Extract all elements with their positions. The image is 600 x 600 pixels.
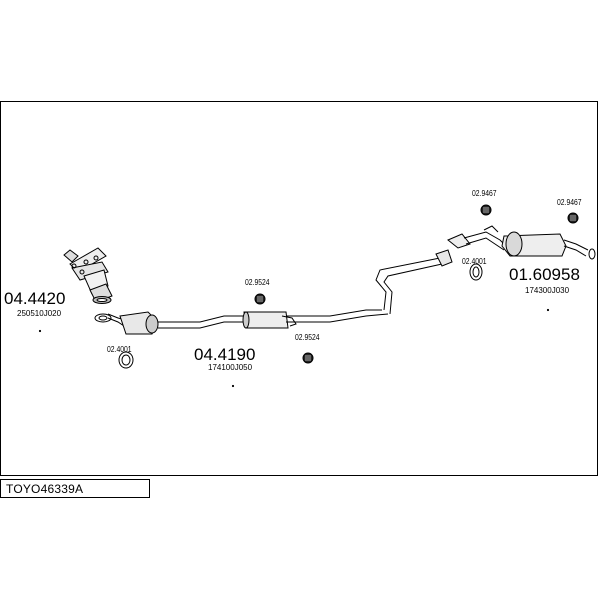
hanger-front-drawing xyxy=(254,293,266,305)
manifold-catalyst-drawing xyxy=(63,247,113,303)
hanger-rear-right-drawing xyxy=(567,212,579,224)
rear-silencer-drawing xyxy=(447,225,596,260)
fitting-label-hanger-mid: 02.9524 xyxy=(295,333,320,342)
diagram-id: TOYO46339A xyxy=(6,482,84,496)
gasket-front-drawing xyxy=(94,313,112,323)
oem-number-manifold: 250510J020 xyxy=(17,309,62,318)
diagram-id-box: TOYO46339A xyxy=(0,479,150,498)
oem-number-center-pipe: 174100J050 xyxy=(208,363,253,372)
part-number-manifold: 04.4420 xyxy=(4,289,66,308)
hanger-rear-left-drawing xyxy=(480,204,492,216)
gasket-rear-drawing xyxy=(469,263,483,281)
part-number-center-pipe: 04.4190 xyxy=(194,345,256,364)
front-pipe-drawing xyxy=(107,249,453,335)
gasket-manifold-drawing xyxy=(92,296,112,304)
fitting-label-hanger-rear-left: 02.9467 xyxy=(472,189,497,198)
part-number-rear-silencer: 01.60958 xyxy=(509,265,580,284)
fitting-label-hanger-front: 02.9524 xyxy=(245,278,270,287)
hanger-mid-drawing xyxy=(302,352,314,364)
fitting-label-hanger-rear-right: 02.9467 xyxy=(557,198,582,207)
fitting-label-gasket-front: 02.4001 xyxy=(107,345,132,354)
fitting-label-gasket-rear: 02.4001 xyxy=(462,257,487,266)
oem-number-rear-silencer: 174300J030 xyxy=(525,286,570,295)
diagram-frame xyxy=(0,101,598,476)
gasket-front-ring-drawing xyxy=(118,351,134,369)
